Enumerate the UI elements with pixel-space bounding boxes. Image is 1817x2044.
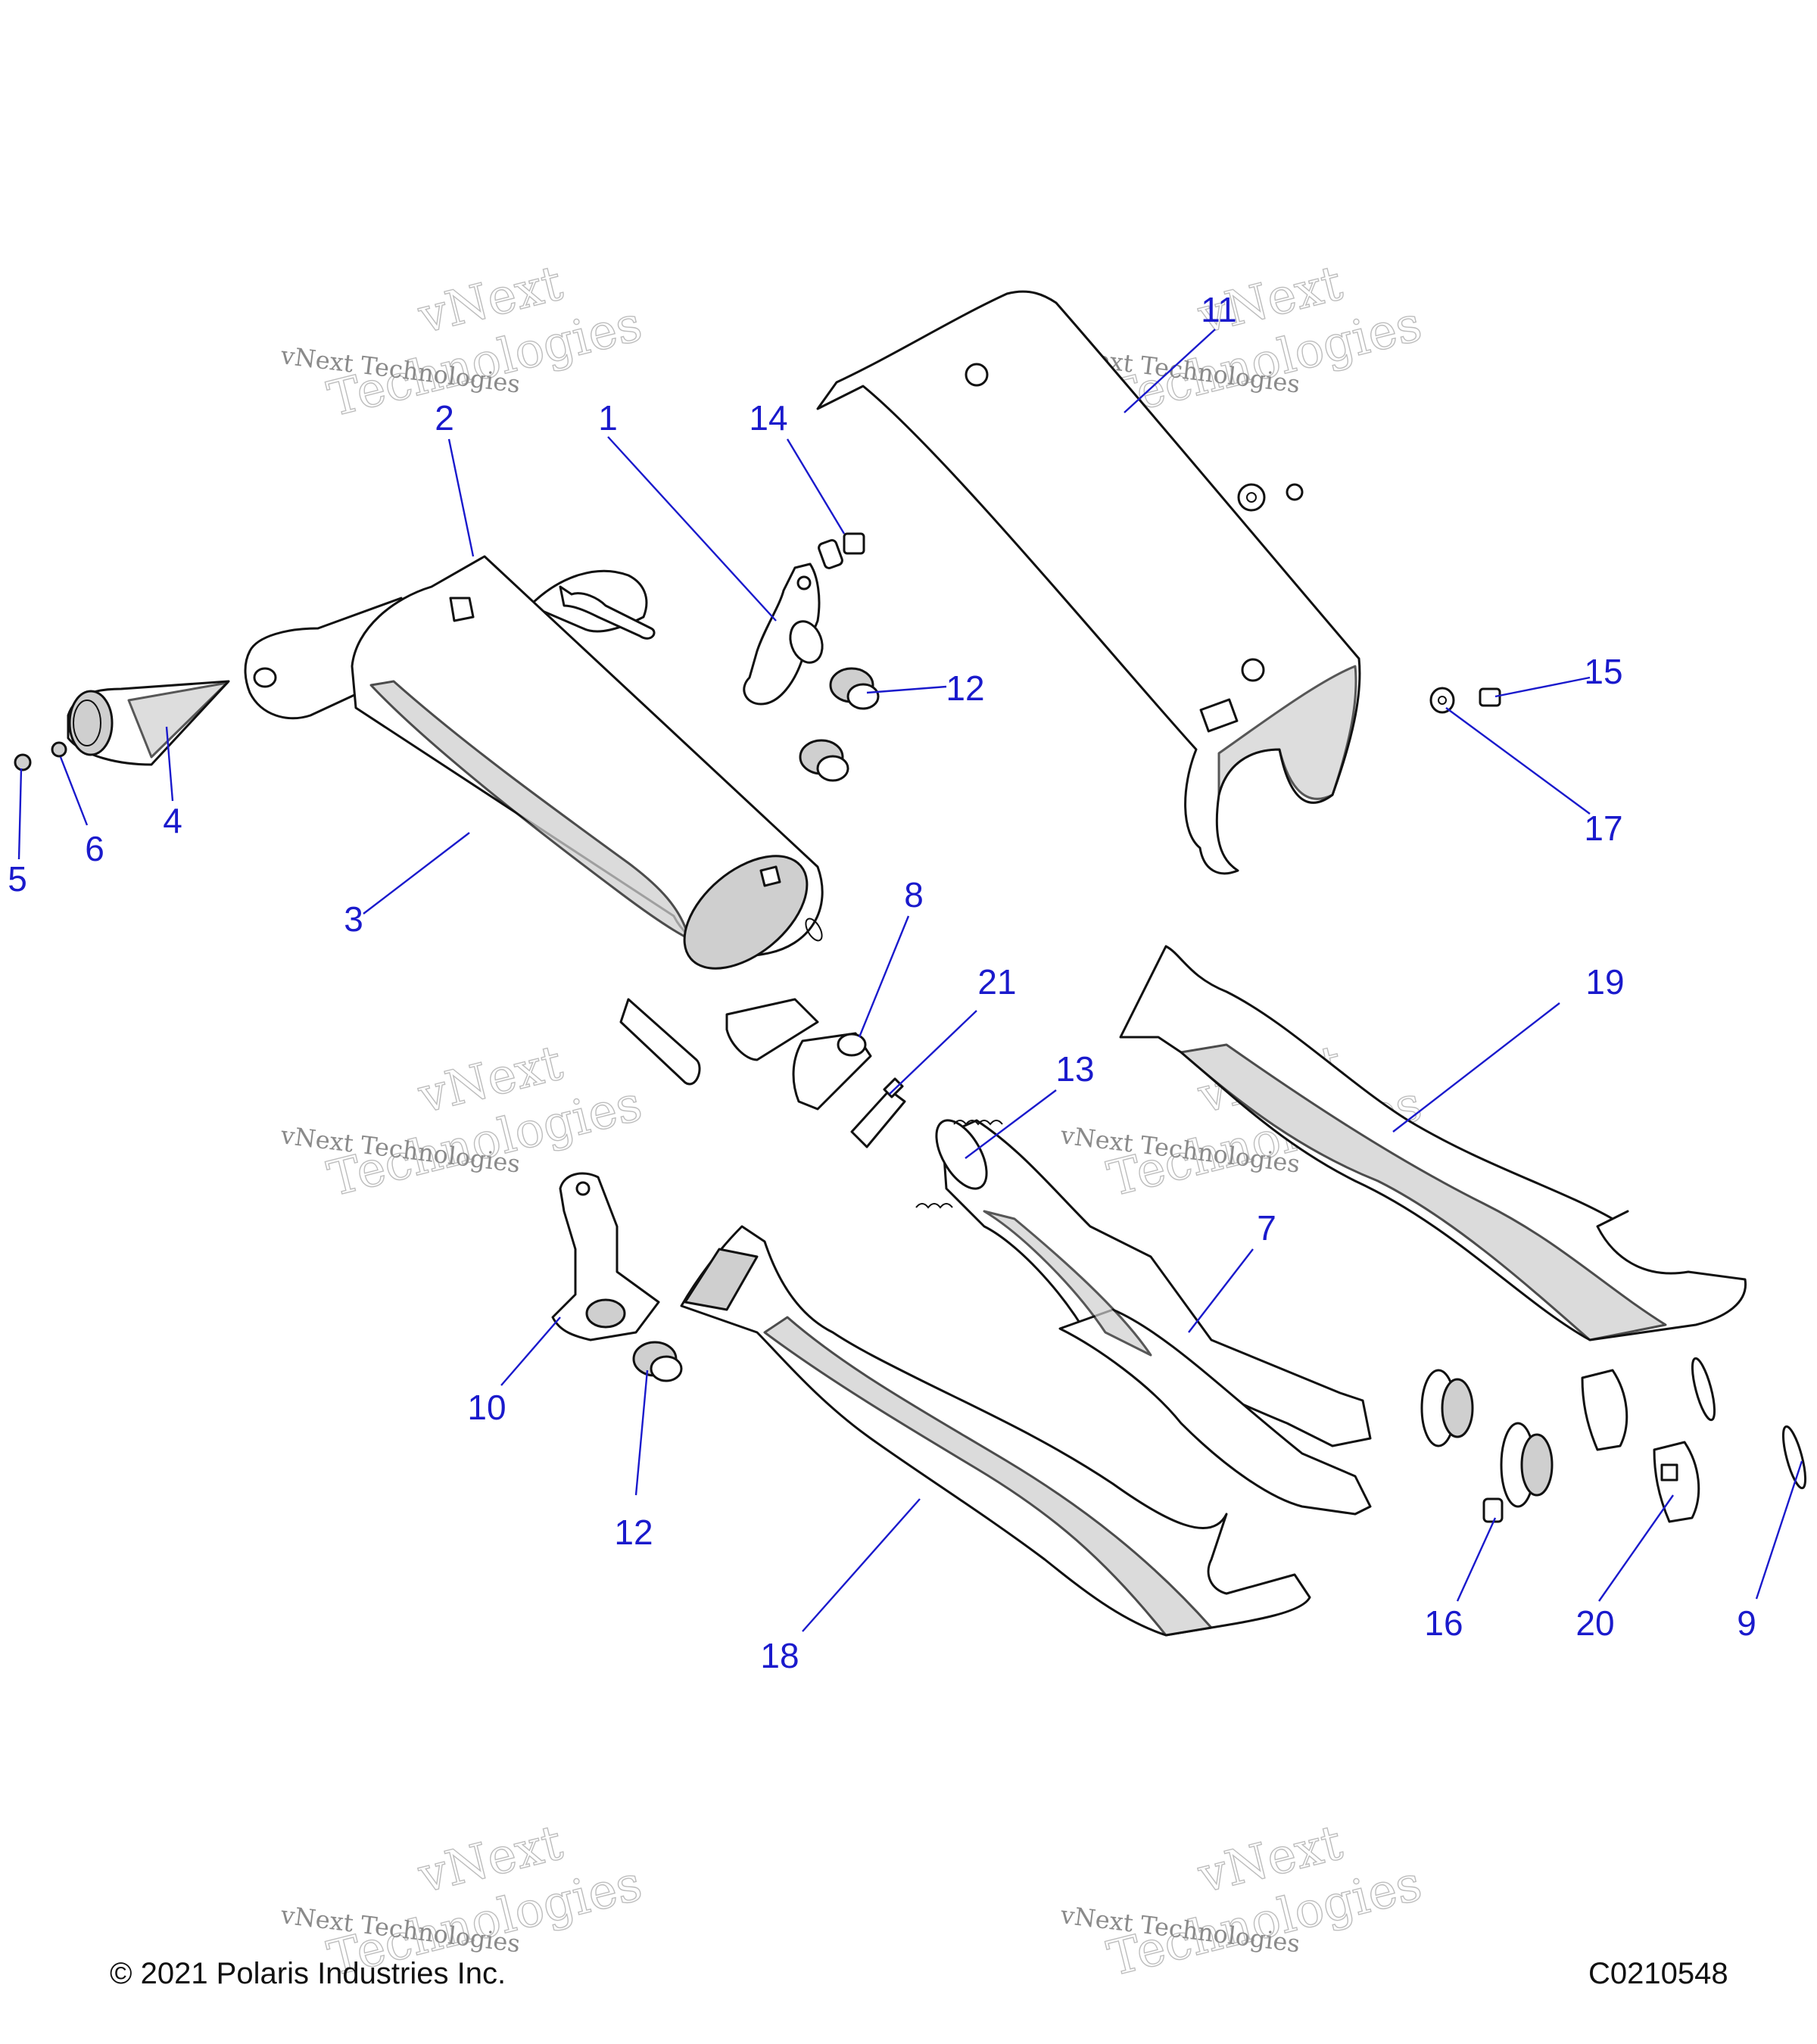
callout-3: 3 bbox=[344, 899, 363, 939]
callout-17: 17 bbox=[1584, 809, 1622, 848]
bracket-icon bbox=[743, 562, 824, 706]
callout-19: 19 bbox=[1585, 962, 1624, 1002]
callout-4: 4 bbox=[163, 801, 182, 840]
callout-15: 15 bbox=[1584, 652, 1622, 691]
copyright-text: © 2021 Polaris Industries Inc. bbox=[110, 1957, 506, 1990]
callout-13: 13 bbox=[1055, 1049, 1094, 1089]
drawing-id: C0210548 bbox=[1588, 1957, 1728, 1990]
gasket-icon bbox=[792, 1032, 872, 1111]
nut-icon bbox=[14, 741, 67, 771]
bracket-icon bbox=[551, 1172, 660, 1341]
gasket-icon bbox=[1691, 1357, 1807, 1490]
callout-20: 20 bbox=[1575, 1603, 1614, 1643]
callout-2: 2 bbox=[435, 398, 454, 438]
bolt-icon bbox=[818, 532, 865, 569]
spark-arrestor-cone-icon bbox=[67, 680, 230, 766]
callout-6: 6 bbox=[85, 829, 104, 868]
callout-21: 21 bbox=[977, 962, 1016, 1002]
washer-icon bbox=[1429, 687, 1455, 714]
heat-shield-icon bbox=[1119, 945, 1747, 1341]
grommet-icon bbox=[799, 667, 880, 782]
head-pipe-icon bbox=[915, 1119, 1554, 1516]
bolt-icon bbox=[1479, 687, 1501, 707]
callout-12: 12 bbox=[946, 668, 984, 708]
leader-lines bbox=[17, 329, 1803, 1632]
callout-16: 16 bbox=[1424, 1603, 1463, 1643]
muffler-icon bbox=[244, 555, 824, 1086]
callout-1: 1 bbox=[598, 398, 618, 438]
callout-labels: 1 2 3 4 5 6 7 8 9 10 11 12 12 13 14 15 1… bbox=[8, 290, 1756, 1675]
watermark-group: vNext Technologies vNext Technologies vN… bbox=[279, 254, 1428, 1989]
callout-14: 14 bbox=[749, 398, 787, 438]
grommet-icon bbox=[632, 1341, 683, 1382]
heat-shield-icon bbox=[680, 1225, 1311, 1637]
callout-9: 9 bbox=[1737, 1603, 1756, 1643]
callout-7: 7 bbox=[1257, 1208, 1276, 1248]
callout-12b: 12 bbox=[614, 1513, 653, 1552]
clamp-icon bbox=[1581, 1369, 1700, 1523]
bolt-icon bbox=[1482, 1497, 1504, 1523]
spring-icon bbox=[850, 1077, 906, 1148]
heat-shield-icon bbox=[816, 290, 1361, 875]
callout-5: 5 bbox=[8, 859, 27, 899]
callout-8: 8 bbox=[904, 875, 924, 915]
callout-11: 11 bbox=[1201, 290, 1237, 329]
callout-18: 18 bbox=[760, 1636, 799, 1675]
callout-10: 10 bbox=[467, 1388, 506, 1427]
watermark-6: vNext Technologies bbox=[1058, 1814, 1428, 1989]
watermark-1: vNext Technologies bbox=[279, 254, 648, 429]
